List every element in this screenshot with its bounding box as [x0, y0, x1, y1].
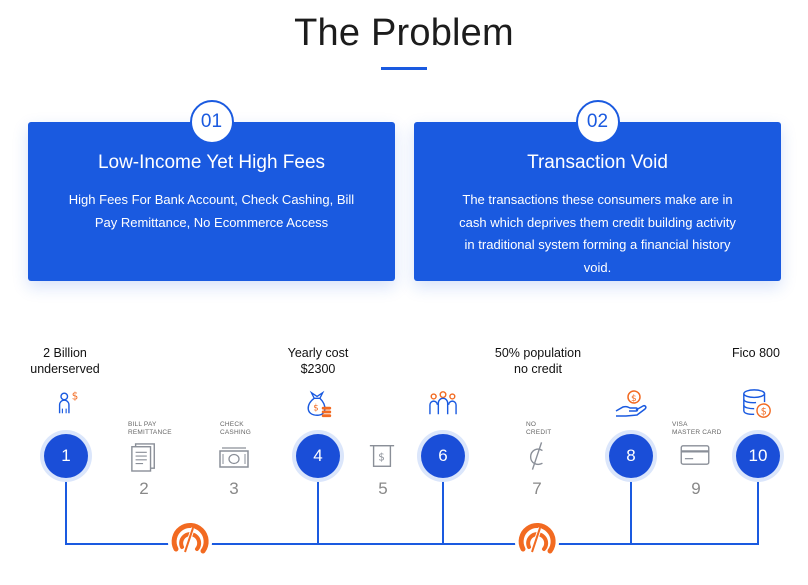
svg-text:$: $	[313, 403, 318, 413]
person-dollar-icon: $	[58, 390, 79, 414]
timeline-node-10: 10	[736, 434, 780, 478]
step-caption-line: CASHING	[220, 429, 252, 436]
caption-yearly-cost: Yearly cost $2300	[268, 345, 368, 377]
step-caption-line: REMITTANCE	[128, 429, 172, 436]
hand-coin-icon: $	[615, 390, 647, 417]
timeline-node-1: 1	[44, 434, 88, 478]
credit-card-icon	[680, 445, 710, 465]
timeline-node-6: 6	[421, 434, 465, 478]
step-number: 3	[229, 479, 239, 498]
svg-text:$: $	[761, 406, 767, 417]
problem-card-transaction-void: 02 Transaction Void The transactions the…	[414, 100, 781, 281]
step-caption: CHECK CASHING	[220, 421, 251, 437]
brand-logo-icon	[168, 521, 212, 565]
caption-line: underserved	[30, 362, 100, 376]
step-caption: NO CREDIT	[526, 421, 551, 437]
atm-dollar-icon: $	[369, 445, 395, 467]
caption-line: Yearly cost	[287, 346, 349, 360]
card-body: High Fees For Bank Account, Check Cashin…	[68, 192, 355, 230]
svg-text:$: $	[72, 390, 79, 402]
caption-line: 2 Billion	[43, 346, 87, 360]
bill-document-icon	[131, 443, 155, 472]
card-number-badge: 02	[575, 100, 620, 144]
timeline-node-4: 4	[296, 434, 340, 478]
caption-line: no credit	[514, 362, 562, 376]
step-caption: VISA MASTER CARD	[672, 421, 722, 437]
step-caption-line: BILL PAY	[128, 421, 157, 428]
page-title: The Problem	[294, 12, 514, 54]
problem-card-low-income: 01 Low-Income Yet High Fees High Fees Fo…	[28, 100, 395, 281]
svg-text:$: $	[631, 394, 637, 404]
step-number: 2	[139, 479, 149, 498]
people-group-icon	[429, 391, 457, 415]
step-caption-line: NO	[526, 421, 537, 428]
caption-line: $2300	[300, 362, 336, 376]
step-caption-line: CREDIT	[526, 429, 552, 436]
svg-text:$: $	[378, 452, 385, 464]
step-number: 9	[691, 479, 701, 498]
card-heading: Low-Income Yet High Fees	[97, 152, 326, 173]
timeline-connector	[317, 478, 319, 544]
step-number: 7	[532, 479, 542, 498]
brand-logo-icon	[515, 521, 559, 565]
card-heading: Transaction Void	[527, 152, 668, 173]
cash-bill-icon	[219, 447, 249, 468]
cent-strike-icon	[529, 442, 543, 470]
timeline-connector	[65, 478, 67, 544]
step-caption-line: VISA	[672, 421, 688, 428]
caption-fico: Fico 800	[718, 345, 794, 361]
timeline-connector	[757, 478, 759, 544]
timeline-connector	[442, 478, 444, 544]
timeline-baseline	[65, 543, 759, 545]
card-number-badge: 01	[189, 100, 234, 144]
caption-line: Fico 800	[732, 346, 780, 360]
step-caption-line: CHECK	[220, 421, 244, 428]
card-body: The transactions these consumers make ar…	[459, 192, 736, 275]
step-caption: BILL PAY REMITTANCE	[128, 421, 172, 437]
caption-line: 50% population	[494, 346, 582, 360]
caption-underserved: 2 Billion underserved	[18, 345, 112, 377]
timeline-node-8: 8	[609, 434, 653, 478]
step-caption-line: MASTER CARD	[672, 429, 722, 436]
caption-no-credit: 50% population no credit	[480, 345, 596, 377]
timeline-connector	[630, 478, 632, 544]
coin-stack-icon: $	[743, 389, 771, 418]
step-number: 5	[378, 479, 388, 498]
title-underline	[381, 67, 427, 70]
money-bag-icon: $	[307, 390, 332, 418]
